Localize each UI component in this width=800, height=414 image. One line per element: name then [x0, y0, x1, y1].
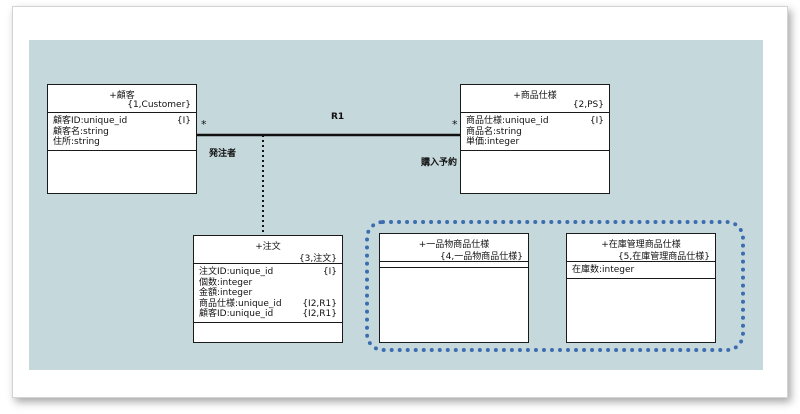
- attribute-row: 顧客名:string: [53, 127, 191, 138]
- class-key: {2,PS}: [572, 100, 604, 110]
- attribute-text: 顧客ID:unique_id: [199, 309, 274, 319]
- attribute-list: 顧客ID:unique_id {I} 顧客名:string 住所:string: [48, 113, 196, 151]
- class-header: +在庫管理商品仕様 {5,在庫管理商品仕様}: [567, 234, 715, 262]
- attribute-tag: [331, 288, 337, 299]
- class-header: +注文 {3,注文}: [194, 236, 342, 264]
- attribute-list: 注文ID:unique_id{I} 個数:integer 金額:integer …: [194, 264, 342, 323]
- attribute-row: 住所:string: [53, 137, 191, 148]
- attribute-tag: {I}: [589, 116, 604, 126]
- attribute-text: 個数:integer: [199, 277, 253, 288]
- attribute-row: 顧客ID:unique_id {I2,R1}: [199, 309, 337, 320]
- class-key: {3,注文}: [298, 254, 337, 264]
- attribute-row: 個数:integer: [199, 278, 337, 289]
- attribute-row: 単価:integer: [466, 137, 604, 148]
- attribute-list: [380, 262, 528, 268]
- attribute-text: 顧客名:string: [53, 126, 109, 137]
- association-name: R1: [331, 112, 345, 122]
- class-product-spec[interactable]: +商品仕様 {2,PS} 商品仕様:unique_id {I} 商品名:strin…: [460, 84, 610, 194]
- class-key: {1,Customer}: [127, 100, 191, 110]
- attribute-tag: {I}: [322, 267, 337, 277]
- class-name: +一品物商品仕様: [418, 240, 490, 250]
- association-layer: [197, 133, 460, 235]
- attribute-row: 注文ID:unique_id {I}: [199, 267, 337, 278]
- class-name: +在庫管理商品仕様: [601, 240, 681, 250]
- attribute-text: 金額:integer: [199, 288, 253, 298]
- attribute-text: 商品仕様:unique_id: [199, 298, 282, 309]
- attribute-row: 商品仕様:unique_id {I}: [466, 116, 604, 127]
- attribute-tag: [598, 137, 604, 148]
- attribute-tag: [185, 137, 191, 148]
- class-key: {4,一品物商品仕様}: [439, 252, 523, 262]
- right-multiplicity: *: [452, 118, 458, 131]
- attribute-row: 商品仕様:unique_id {I2,R1}: [199, 299, 337, 310]
- attribute-text: 在庫数:integer: [572, 265, 635, 275]
- class-header: +一品物商品仕様 {4,一品物商品仕様}: [380, 234, 528, 262]
- class-stock-product-spec[interactable]: +在庫管理商品仕様 {5,在庫管理商品仕様} 在庫数:integer: [566, 233, 716, 343]
- class-name: +顧客: [109, 91, 135, 101]
- attribute-text: 注文ID:unique_id: [199, 267, 274, 277]
- attribute-text: 顧客ID:unique_id: [53, 116, 128, 126]
- class-header: +商品仕様 {2,PS}: [461, 85, 609, 113]
- attribute-row: 顧客ID:unique_id {I}: [53, 116, 191, 127]
- class-single-product-spec[interactable]: +一品物商品仕様 {4,一品物商品仕様}: [379, 233, 529, 343]
- attribute-tag: [185, 127, 191, 138]
- attribute-tag: {I}: [176, 116, 191, 126]
- attribute-tag: [704, 265, 710, 276]
- class-key: {5,在庫管理商品仕様}: [617, 252, 710, 262]
- attribute-tag: {I2,R1}: [302, 309, 337, 319]
- attribute-row: 商品名:string: [466, 127, 604, 138]
- diagram-frame: R1 * * 発注者 購入予約 +顧客 {1,Customer} 顧客ID:un…: [12, 6, 788, 398]
- attribute-row: 在庫数:integer: [572, 265, 710, 276]
- attribute-tag: [331, 278, 337, 289]
- class-header: +顧客 {1,Customer}: [48, 85, 196, 113]
- attribute-text: 商品仕様:unique_id: [466, 116, 549, 126]
- class-customer[interactable]: +顧客 {1,Customer} 顧客ID:unique_id {I} 顧客名:s…: [47, 84, 197, 194]
- attribute-row: 金額:integer: [199, 288, 337, 299]
- left-role-label: 発注者: [209, 149, 237, 159]
- left-multiplicity: *: [201, 118, 207, 131]
- subtype-group-outline: [365, 220, 745, 352]
- class-order[interactable]: +注文 {3,注文} 注文ID:unique_id{I} 個数:integer …: [193, 235, 343, 343]
- attribute-tag: {I2,R1}: [302, 298, 337, 309]
- class-name: +注文: [255, 242, 281, 252]
- attribute-text: 単価:integer: [466, 137, 520, 147]
- attribute-tag: [598, 127, 604, 138]
- attribute-list: 在庫数:integer: [567, 262, 715, 279]
- right-role-label: 購入予約: [421, 158, 458, 168]
- attribute-list: 商品仕様:unique_id {I} 商品名:string 単価:integer: [461, 113, 609, 151]
- class-name: +商品仕様: [513, 91, 557, 101]
- attribute-text: 住所:string: [53, 137, 100, 147]
- diagram-canvas: R1 * * 発注者 購入予約 +顧客 {1,Customer} 顧客ID:un…: [29, 40, 763, 370]
- attribute-text: 商品名:string: [466, 126, 522, 137]
